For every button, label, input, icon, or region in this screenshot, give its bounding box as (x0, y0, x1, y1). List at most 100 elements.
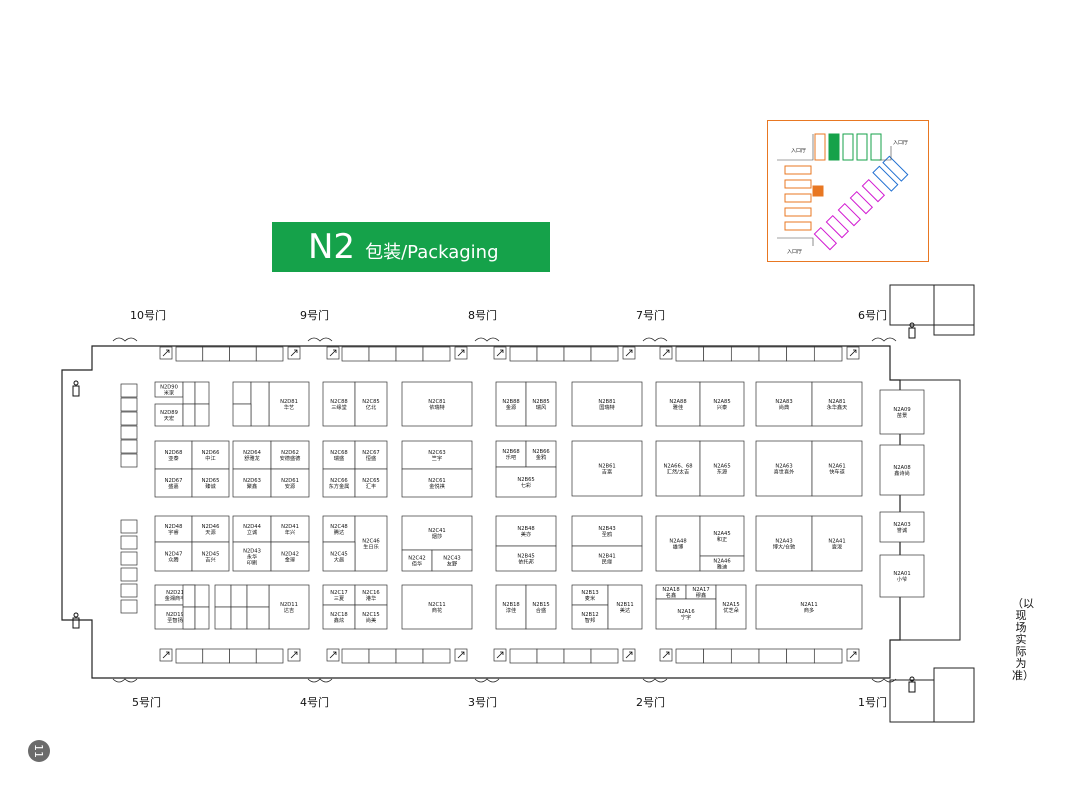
mini-booth (813, 346, 843, 362)
disclaimer-note: （以现场实际为准） (1012, 597, 1034, 682)
power-icon-glyph (457, 349, 465, 357)
power-icon-glyph (162, 349, 170, 357)
booth (354, 381, 388, 427)
booth (354, 515, 388, 572)
side-mini-booth (120, 439, 138, 454)
power-icon-glyph (457, 651, 465, 659)
side-mini-booth (120, 599, 138, 614)
booth (571, 545, 643, 572)
booth (755, 584, 863, 630)
booth (401, 381, 473, 427)
booth (571, 381, 643, 427)
booth (232, 468, 272, 498)
booth (191, 468, 230, 498)
booth (699, 555, 745, 572)
booth (525, 440, 557, 468)
booth (811, 515, 863, 572)
mini-booth (202, 648, 230, 664)
booth (270, 440, 310, 470)
booth (525, 381, 557, 427)
mini-booth (175, 648, 204, 664)
power-icon-glyph (849, 651, 857, 659)
power-icon-glyph (290, 651, 298, 659)
booth (495, 584, 527, 630)
small-booth (232, 381, 252, 405)
small-booth (246, 584, 270, 608)
booth (154, 515, 193, 543)
mini-booth (175, 346, 204, 362)
mini-booth (813, 648, 843, 664)
mini-booth (675, 648, 705, 664)
booth (571, 604, 609, 630)
minimap-left-halls (784, 165, 824, 231)
small-booth (182, 606, 196, 630)
booth (655, 381, 701, 427)
mini-booth (536, 648, 565, 664)
side-mini-booth (120, 411, 138, 426)
mini-booth (536, 346, 565, 362)
booth (699, 381, 745, 427)
booth (811, 381, 863, 427)
booth (401, 468, 473, 498)
booth (268, 381, 310, 427)
small-booth (194, 606, 210, 630)
door-icon (642, 678, 668, 683)
restroom-icon (73, 612, 79, 618)
booth (571, 515, 643, 547)
small-booth (230, 584, 248, 608)
small-booth (194, 381, 210, 405)
mini-booth (563, 346, 592, 362)
power-icon-glyph (290, 349, 298, 357)
hall-title: N2 (308, 227, 356, 267)
side-mini-booth (120, 453, 138, 468)
mini-booth (509, 346, 538, 362)
small-booth (214, 606, 232, 630)
small-booth (250, 381, 270, 427)
side-mini-booth (120, 425, 138, 440)
gate-1: 1号门 (858, 696, 887, 709)
restroom-icon-body (72, 385, 80, 397)
annex-top (889, 284, 935, 326)
door-icon (871, 337, 897, 342)
power-icon-glyph (625, 651, 633, 659)
gate-9: 9号门 (300, 309, 329, 322)
mini-booth (255, 648, 284, 664)
minimap-entrance-2: 入口厅 (893, 140, 909, 146)
booth (879, 444, 925, 496)
mini-booth (341, 648, 370, 664)
mini-booth (703, 648, 732, 664)
side-mini-booth (120, 519, 138, 534)
booth (401, 584, 473, 630)
door-icon (474, 337, 500, 342)
booth (191, 515, 230, 543)
